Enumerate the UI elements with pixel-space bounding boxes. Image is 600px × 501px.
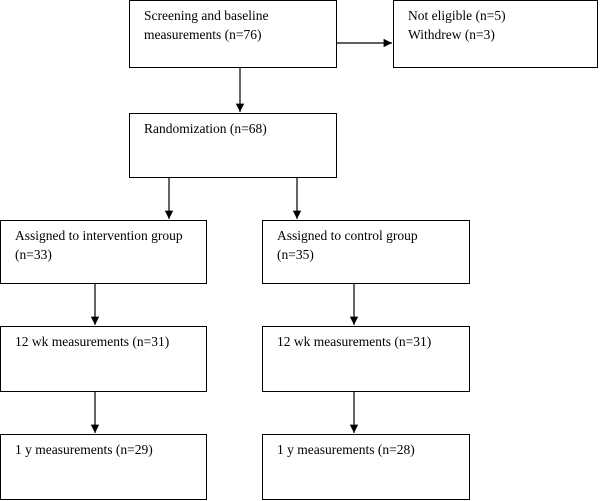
- control-group-box: Assigned to control group (n=35): [262, 220, 470, 284]
- intervention-year1-label: 1 y measurements (n=29): [15, 442, 153, 457]
- intervention-year1-box: 1 y measurements (n=29): [0, 434, 207, 500]
- not-eligible-label: Not eligible (n=5): [408, 8, 506, 23]
- intervention-group-box: Assigned to intervention group (n=33): [0, 220, 207, 284]
- excluded-box: Not eligible (n=5) Withdrew (n=3): [393, 0, 598, 68]
- screening-line-1: Screening and baseline: [144, 8, 269, 23]
- control-group-count: (n=35): [277, 247, 314, 262]
- randomization-label: Randomization (n=68): [144, 121, 267, 136]
- screening-line-2: measurements (n=76): [144, 27, 262, 42]
- control-week12-box: 12 wk measurements (n=31): [262, 326, 470, 392]
- intervention-week12-box: 12 wk measurements (n=31): [0, 326, 207, 392]
- control-week12-label: 12 wk measurements (n=31): [277, 334, 432, 349]
- control-year1-box: 1 y measurements (n=28): [262, 434, 470, 500]
- randomization-box: Randomization (n=68): [129, 113, 337, 178]
- control-group-label: Assigned to control group: [277, 228, 418, 243]
- screening-box: Screening and baseline measurements (n=7…: [129, 0, 337, 68]
- withdrew-label: Withdrew (n=3): [408, 27, 495, 42]
- intervention-group-label: Assigned to intervention group: [15, 228, 183, 243]
- control-year1-label: 1 y measurements (n=28): [277, 442, 415, 457]
- intervention-week12-label: 12 wk measurements (n=31): [15, 334, 170, 349]
- intervention-group-count: (n=33): [15, 247, 52, 262]
